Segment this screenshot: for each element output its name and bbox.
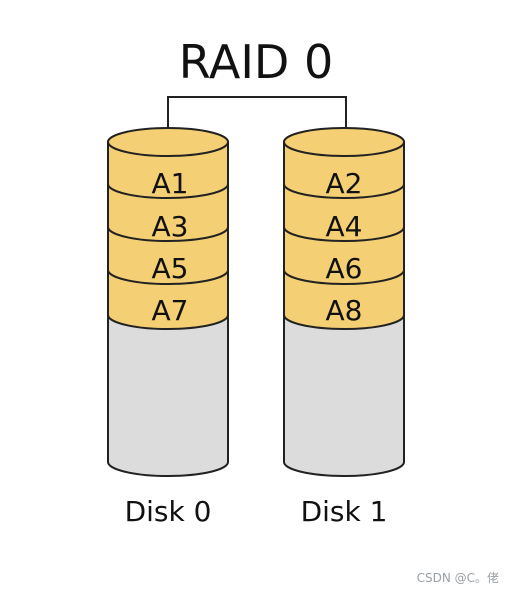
disk-1-label: Disk 1 xyxy=(301,495,388,528)
disk-0-block-4: A7 xyxy=(152,294,189,327)
disk-1-block-3: A6 xyxy=(326,252,363,285)
disk-0-label: Disk 0 xyxy=(125,495,212,528)
disk-0: A1 A3 A5 A7 Disk 0 xyxy=(107,127,229,528)
disk-1-block-2: A4 xyxy=(326,210,363,243)
disk-1-divider-1 xyxy=(283,183,405,199)
disk-0-divider-2 xyxy=(107,226,229,242)
disk-1-divider-4 xyxy=(283,314,405,330)
disk-0-divider-4 xyxy=(107,314,229,330)
disk-1-divider-3 xyxy=(283,269,405,285)
connector-line xyxy=(167,96,347,138)
watermark: CSDN @C。佬 xyxy=(416,571,499,585)
disk-1-top xyxy=(283,127,405,157)
disk-1: A2 A4 A6 A8 Disk 1 xyxy=(283,127,405,528)
disk-0-top xyxy=(107,127,229,157)
disk-0-divider-1 xyxy=(107,183,229,199)
disk-0-block-3: A5 xyxy=(152,252,189,285)
disk-0-block-1: A1 xyxy=(152,167,189,200)
disk-1-block-1: A2 xyxy=(326,167,363,200)
disk-1-block-4: A8 xyxy=(326,294,363,327)
disk-0-divider-3 xyxy=(107,269,229,285)
disk-1-divider-2 xyxy=(283,226,405,242)
disk-0-block-2: A3 xyxy=(152,210,189,243)
diagram-title: RAID 0 xyxy=(179,35,333,89)
